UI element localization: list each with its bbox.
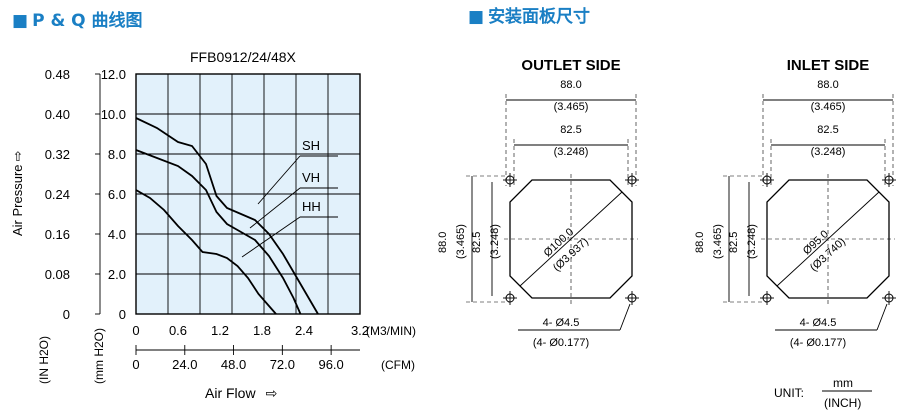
x-tick-label-cfm: 24.0 [172,357,197,372]
header-right: ■安装面板尺寸 [468,6,590,27]
y-tick-label-mmh2o: 4.0 [108,227,126,242]
y-ticks-mmh2o: 12.0 10.0 8.0 6.0 4.0 2.0 0 [101,67,126,322]
hole-callout-leader [876,303,888,331]
dim-pitch-mm: 82.5 [817,124,838,136]
dim-overall-in: (3.465) [811,101,846,113]
dim-pitch-in: (3.248) [554,146,589,158]
y-tick-label-inh2o: 0.32 [45,147,70,162]
y-tick-label-mmh2o: 6.0 [108,187,126,202]
y-tick-label-mmh2o: 8.0 [108,147,126,162]
y-tick-label-inh2o: 0.16 [45,227,70,242]
x-tick-label-m3min: 1.8 [253,323,271,338]
leader-line [241,216,301,258]
hole-callout-leader [619,303,631,331]
y-tick-label-inh2o: 0.24 [45,187,70,202]
chart-title: FFB0912/24/48X [190,49,297,65]
panel-outline [766,179,890,299]
inlet-side-drawing: INLET SIDE 88.0 (3.465) 82.5 (3.248) 88.0 (3.4… [694,57,896,349]
x-tick-label-cfm: 72.0 [270,357,295,372]
x-ticks-m3min: 0 0.6 1.2 1.8 2.4 3.2 [132,323,369,338]
series-line-hh [135,189,277,315]
y-tick-label-inh2o: 0.08 [45,267,70,282]
hole-spec-in: (4- Ø0.177) [790,337,846,349]
dim-overall-v-mm: 88.0 [694,232,706,253]
y-axis-label: Air Pressure⇨ [10,150,25,236]
series-label-vh: VH [302,170,320,185]
y-ticks-inh2o: 0.48 0.40 0.32 0.24 0.16 0.08 0 [45,67,100,322]
series-label-hh: HH [302,199,321,214]
y-tick-label-inh2o: 0.48 [45,67,70,82]
series-labels: SH VH HH [241,138,338,258]
y-tick-label-inh2o: 0 [63,307,70,322]
x-tick-label-m3min: 1.2 [211,323,229,338]
x-tick-label-cfm: 96.0 [318,357,343,372]
outlet-side-drawing: OUTLET SIDE 88.0 (3.465) 82.5 (3.248) 88.0 (3.… [437,57,639,349]
diameter-line [776,191,880,287]
side-title: INLET SIDE [787,57,870,74]
dim-pitch-v-mm: 82.5 [471,232,483,253]
dim-overall-v-in: (3.465) [712,224,724,259]
x-ticks-cfm: 0 24.0 48.0 72.0 96.0 [132,345,344,372]
unit-label: UNIT: [774,386,804,400]
x-tick-label-cfm: 48.0 [221,357,246,372]
x-tick-label-m3min: 0 [132,323,139,338]
x-tick-label-m3min: 3.2 [351,323,369,338]
hole-spec-in: (4- Ø0.177) [533,337,589,349]
x-axis-label: Air Flow⇨ [205,385,278,401]
y-unit-mmh2o: (mm H2O) [92,328,106,384]
dim-overall-in: (3.465) [554,101,589,113]
unit-mm: mm [833,376,853,390]
hole-spec-mm: 4- Ø4.5 [800,317,837,329]
dim-overall-v-in: (3.465) [455,224,467,259]
x-unit-m3min: (M3/MIN) [366,324,416,338]
pq-chart: FFB0912/24/48X 0.480.400.320.240.160.080… [10,49,416,401]
unit-inch: (INCH) [824,396,861,410]
leader-line [257,155,301,205]
dim-pitch-v-mm: 82.5 [728,232,740,253]
header-left: ■P & Q 曲线图 [12,10,143,31]
dim-overall-v-mm: 88.0 [437,232,449,253]
series-lines [135,117,319,315]
series-line-vh [135,149,302,315]
dim-overall-mm: 88.0 [560,79,581,91]
panel-outline [509,179,633,299]
hole-spec-mm: 4- Ø4.5 [543,317,580,329]
y-tick-label-mmh2o: 10.0 [101,107,126,122]
series-label-sh: SH [302,138,320,153]
series-line-sh [135,117,319,315]
side-title: OUTLET SIDE [521,57,620,74]
y-unit-inh2o: (IN H2O) [37,336,51,384]
y-tick-label-mmh2o: 2.0 [108,267,126,282]
x-unit-cfm: (CFM) [381,358,415,372]
y-tick-label-mmh2o: 12.0 [101,67,126,82]
x-tick-label-m3min: 2.4 [295,323,313,338]
dim-pitch-in: (3.248) [811,146,846,158]
dim-pitch-v-in: (3.248) [746,224,758,259]
unit-legend: UNIT: mm (INCH) [774,376,872,410]
dim-pitch-mm: 82.5 [560,124,581,136]
dim-pitch-v-in: (3.248) [489,224,501,259]
leader-line [249,187,301,229]
x-tick-label-m3min: 0.6 [169,323,187,338]
y-tick-label-mmh2o: 0 [119,307,126,322]
x-tick-label-cfm: 0 [132,357,139,372]
dim-overall-mm: 88.0 [817,79,838,91]
diameter-line [519,191,623,287]
y-tick-label-inh2o: 0.40 [45,107,70,122]
grid [136,74,360,314]
